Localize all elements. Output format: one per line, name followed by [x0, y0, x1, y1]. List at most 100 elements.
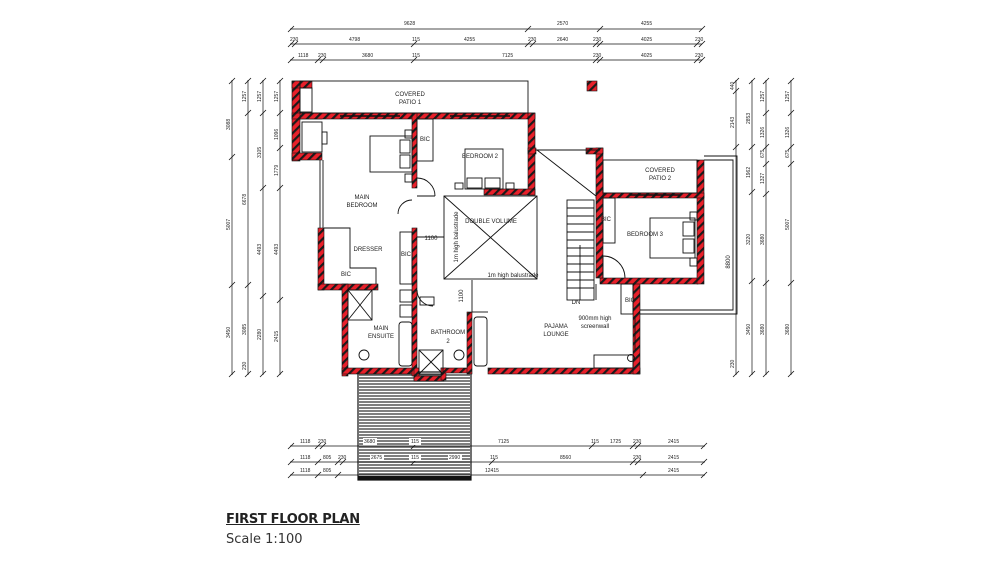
plan-scale: Scale 1:100 — [226, 532, 303, 547]
svg-text:screenwall: screenwall — [581, 324, 609, 330]
label-balustrade-horizontal: 1m high balustrade — [487, 273, 539, 279]
svg-text:230: 230 — [593, 53, 602, 59]
svg-text:PATIO 2: PATIO 2 — [649, 176, 672, 182]
svg-text:230: 230 — [338, 455, 347, 461]
svg-text:2990: 2990 — [449, 455, 460, 461]
svg-text:4493: 4493 — [257, 244, 263, 255]
svg-text:ENSUITE: ENSUITE — [368, 334, 394, 340]
svg-text:805: 805 — [323, 468, 332, 474]
svg-text:230: 230 — [633, 439, 642, 445]
svg-text:9628: 9628 — [404, 21, 415, 27]
svg-text:4798: 4798 — [349, 37, 360, 43]
svg-text:BIC: BIC — [401, 252, 412, 258]
label-bathroom-2: BATHROOM — [431, 330, 465, 336]
svg-text:805: 805 — [323, 455, 332, 461]
svg-text:3680: 3680 — [760, 324, 766, 335]
svg-text:2415: 2415 — [274, 331, 280, 342]
svg-text:1118: 1118 — [300, 468, 311, 474]
right-dimensions: 440 2143 230 2853 1962 3220 3450 1257 13… — [730, 77, 795, 378]
svg-text:115: 115 — [412, 37, 420, 43]
svg-text:440: 440 — [730, 81, 736, 90]
svg-text:3680: 3680 — [362, 53, 373, 59]
svg-text:3220: 3220 — [746, 234, 752, 245]
bottom-dimensions: 1118 230 3680 115 7125 115 1725 230 2415… — [287, 438, 708, 479]
svg-text:1118: 1118 — [300, 455, 311, 461]
label-double-volume: DOUBLE VOLUME — [465, 219, 517, 225]
svg-text:4255: 4255 — [464, 37, 475, 43]
svg-text:1326: 1326 — [760, 127, 766, 138]
svg-text:230: 230 — [730, 359, 736, 368]
svg-text:2640: 2640 — [557, 37, 568, 43]
svg-text:1257: 1257 — [785, 91, 791, 102]
svg-text:2143: 2143 — [730, 117, 736, 128]
svg-text:1100: 1100 — [459, 289, 465, 303]
svg-text:675: 675 — [785, 149, 791, 158]
svg-text:1779: 1779 — [274, 165, 280, 176]
svg-text:230: 230 — [318, 53, 327, 59]
svg-text:230: 230 — [593, 37, 602, 43]
top-dimensions: 9628 2570 4255 230 4798 115 4255 230 264… — [287, 21, 706, 64]
svg-text:BIC: BIC — [601, 217, 612, 223]
svg-text:675: 675 — [760, 149, 766, 158]
left-dimensions: 3088 5007 3450 230 1257 6678 3085 1257 3… — [226, 77, 284, 378]
room-labels: COVERED PATIO 1 BIC BEDROOM 2 MAIN BEDRO… — [341, 92, 732, 345]
svg-text:230: 230 — [633, 455, 642, 461]
svg-text:4493: 4493 — [274, 244, 280, 255]
label-stairs-down: DN — [572, 300, 581, 306]
svg-text:115: 115 — [412, 53, 420, 59]
svg-text:2853: 2853 — [746, 113, 752, 124]
svg-text:4025: 4025 — [641, 53, 652, 59]
svg-text:1962: 1962 — [746, 167, 752, 178]
label-dim-1100: 1100 — [425, 236, 439, 242]
label-dim-8800: 8800 — [726, 255, 732, 269]
svg-text:230: 230 — [695, 53, 704, 59]
svg-text:1327: 1327 — [760, 173, 766, 184]
svg-text:1118: 1118 — [300, 439, 311, 445]
svg-text:230: 230 — [528, 37, 537, 43]
deck — [357, 371, 472, 481]
svg-text:1118: 1118 — [298, 53, 309, 59]
svg-text:5007: 5007 — [226, 219, 232, 230]
svg-text:115: 115 — [490, 455, 498, 461]
svg-text:7125: 7125 — [502, 53, 513, 59]
svg-text:1257: 1257 — [242, 91, 248, 102]
svg-text:1096: 1096 — [274, 129, 280, 140]
label-balustrade-vertical: 1m high balustrade — [454, 211, 460, 263]
svg-text:1257: 1257 — [257, 91, 263, 102]
label-bedroom-2: BEDROOM 2 — [462, 154, 499, 160]
label-main-bedroom: MAIN — [355, 195, 370, 201]
svg-text:6678: 6678 — [242, 194, 248, 205]
svg-text:BIC: BIC — [341, 272, 352, 278]
label-screenwall: 900mm high — [578, 316, 611, 322]
svg-text:115: 115 — [411, 439, 419, 445]
svg-text:1257: 1257 — [274, 91, 280, 102]
plan-title: FIRST FLOOR PLAN — [226, 512, 360, 527]
svg-text:5007: 5007 — [785, 219, 791, 230]
svg-text:230: 230 — [695, 37, 704, 43]
svg-text:1326: 1326 — [785, 127, 791, 138]
svg-text:3680: 3680 — [364, 439, 375, 445]
svg-text:115: 115 — [591, 439, 599, 445]
svg-text:1725: 1725 — [610, 439, 621, 445]
svg-text:2: 2 — [446, 339, 450, 345]
svg-text:2415: 2415 — [668, 468, 679, 474]
svg-text:3105: 3105 — [257, 147, 263, 158]
svg-text:BIC: BIC — [625, 298, 636, 304]
label-bic: BIC — [420, 137, 431, 143]
label-bedroom-3: BEDROOM 3 — [627, 232, 664, 238]
svg-text:230: 230 — [242, 361, 248, 370]
interior-lines — [299, 80, 738, 375]
svg-text:LOUNGE: LOUNGE — [543, 332, 568, 338]
svg-text:4255: 4255 — [641, 21, 652, 27]
svg-text:3085: 3085 — [242, 324, 248, 335]
label-main-ensuite: MAIN — [374, 326, 389, 332]
label-covered-patio-1: COVERED — [395, 92, 425, 98]
label-pajama-lounge: PAJAMA — [544, 324, 568, 330]
svg-text:2675: 2675 — [371, 455, 382, 461]
svg-text:2415: 2415 — [668, 455, 679, 461]
svg-text:4025: 4025 — [641, 37, 652, 43]
svg-text:3450: 3450 — [746, 324, 752, 335]
svg-text:2415: 2415 — [668, 439, 679, 445]
svg-text:115: 115 — [411, 455, 419, 461]
